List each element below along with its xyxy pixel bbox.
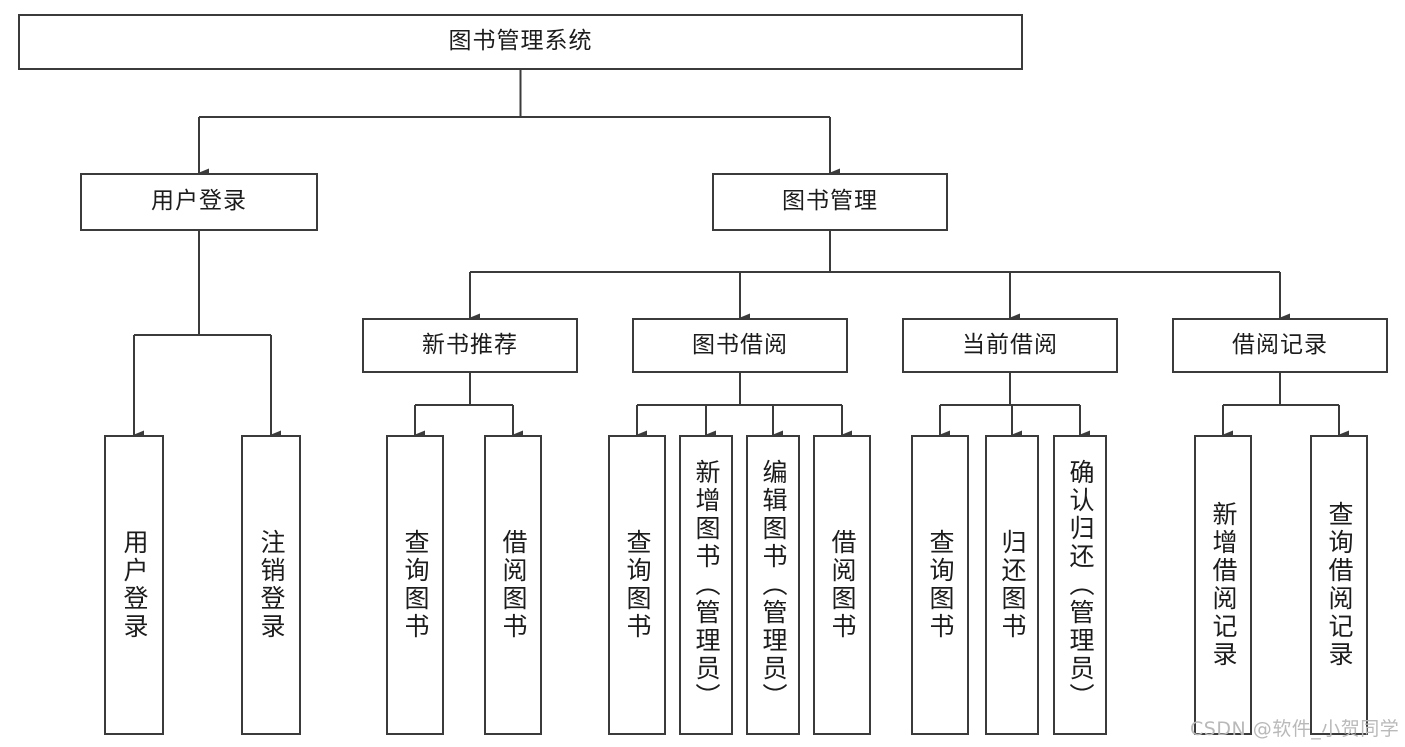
node-l2: 注销登录 (241, 435, 301, 735)
node-borrow: 图书借阅 (632, 318, 848, 373)
node-l13: 查询借阅记录 (1310, 435, 1368, 735)
node-newbook: 新书推荐 (362, 318, 578, 373)
node-current: 当前借阅 (902, 318, 1118, 373)
node-label: 借阅图书 (499, 529, 528, 641)
node-label: 用户登录 (151, 188, 247, 215)
csdn-watermark: CSDN @软件_小贺同学 (1190, 718, 1400, 740)
node-l1: 用户登录 (104, 435, 164, 735)
node-label: 新书推荐 (422, 331, 518, 358)
node-l9: 查询图书 (911, 435, 969, 735)
node-label: 新增图书（管理员） (692, 459, 721, 711)
node-l10: 归还图书 (985, 435, 1039, 735)
node-l4: 借阅图书 (484, 435, 542, 735)
node-label: 借阅记录 (1232, 331, 1328, 358)
node-label: 图书管理系统 (448, 28, 593, 55)
node-records: 借阅记录 (1172, 318, 1388, 373)
node-login: 用户登录 (80, 173, 318, 231)
node-label: 查询借阅记录 (1325, 501, 1354, 669)
node-label: 新增借阅记录 (1209, 501, 1238, 669)
node-label: 查询图书 (401, 529, 430, 641)
node-l7: 编辑图书（管理员） (746, 435, 800, 735)
node-label: 查询图书 (623, 529, 652, 641)
node-l8: 借阅图书 (813, 435, 871, 735)
node-l3: 查询图书 (386, 435, 444, 735)
node-label: 借阅图书 (828, 529, 857, 641)
node-label: 查询图书 (926, 529, 955, 641)
node-l12: 新增借阅记录 (1194, 435, 1252, 735)
node-label: 图书管理 (782, 188, 878, 215)
node-label: 编辑图书（管理员） (759, 459, 788, 711)
node-root: 图书管理系统 (18, 14, 1023, 70)
node-label: 图书借阅 (692, 331, 788, 358)
node-label: 当前借阅 (962, 331, 1058, 358)
node-label: 确认归还（管理员） (1066, 459, 1095, 711)
node-l5: 查询图书 (608, 435, 666, 735)
node-label: 注销登录 (257, 529, 286, 641)
node-label: 归还图书 (998, 529, 1027, 641)
node-label: 用户登录 (120, 529, 149, 641)
node-bookmgmt: 图书管理 (712, 173, 948, 231)
node-l11: 确认归还（管理员） (1053, 435, 1107, 735)
node-l6: 新增图书（管理员） (679, 435, 733, 735)
